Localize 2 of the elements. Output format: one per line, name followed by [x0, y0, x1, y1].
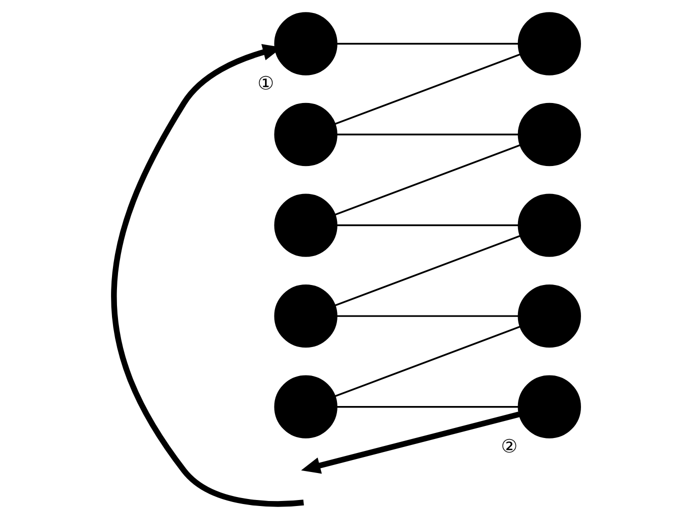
- node-label: ①: [258, 73, 274, 94]
- node-label: ②: [501, 436, 518, 457]
